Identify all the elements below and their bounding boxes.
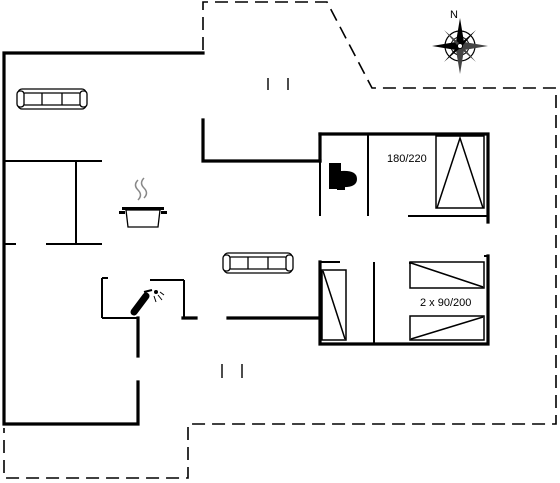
window-marks	[221, 78, 289, 378]
cooking-pot-icon	[119, 177, 167, 228]
wardrobe	[321, 269, 347, 341]
exterior-walls	[2, 51, 490, 426]
terrace-outline-top	[3, 1, 557, 479]
bed-size-label: 2 x 90/200	[420, 297, 471, 309]
twin-beds	[409, 261, 485, 341]
toilet-icon	[329, 163, 357, 190]
sofa-icon	[16, 88, 88, 110]
compass-rose-icon	[432, 18, 488, 74]
compass-north-label: N	[450, 9, 458, 21]
shower-icon	[130, 289, 165, 316]
double-bed	[435, 135, 485, 209]
bed-size-label: 180/220	[387, 153, 427, 165]
interior-walls	[4, 134, 488, 344]
sofa-icon	[222, 252, 294, 274]
